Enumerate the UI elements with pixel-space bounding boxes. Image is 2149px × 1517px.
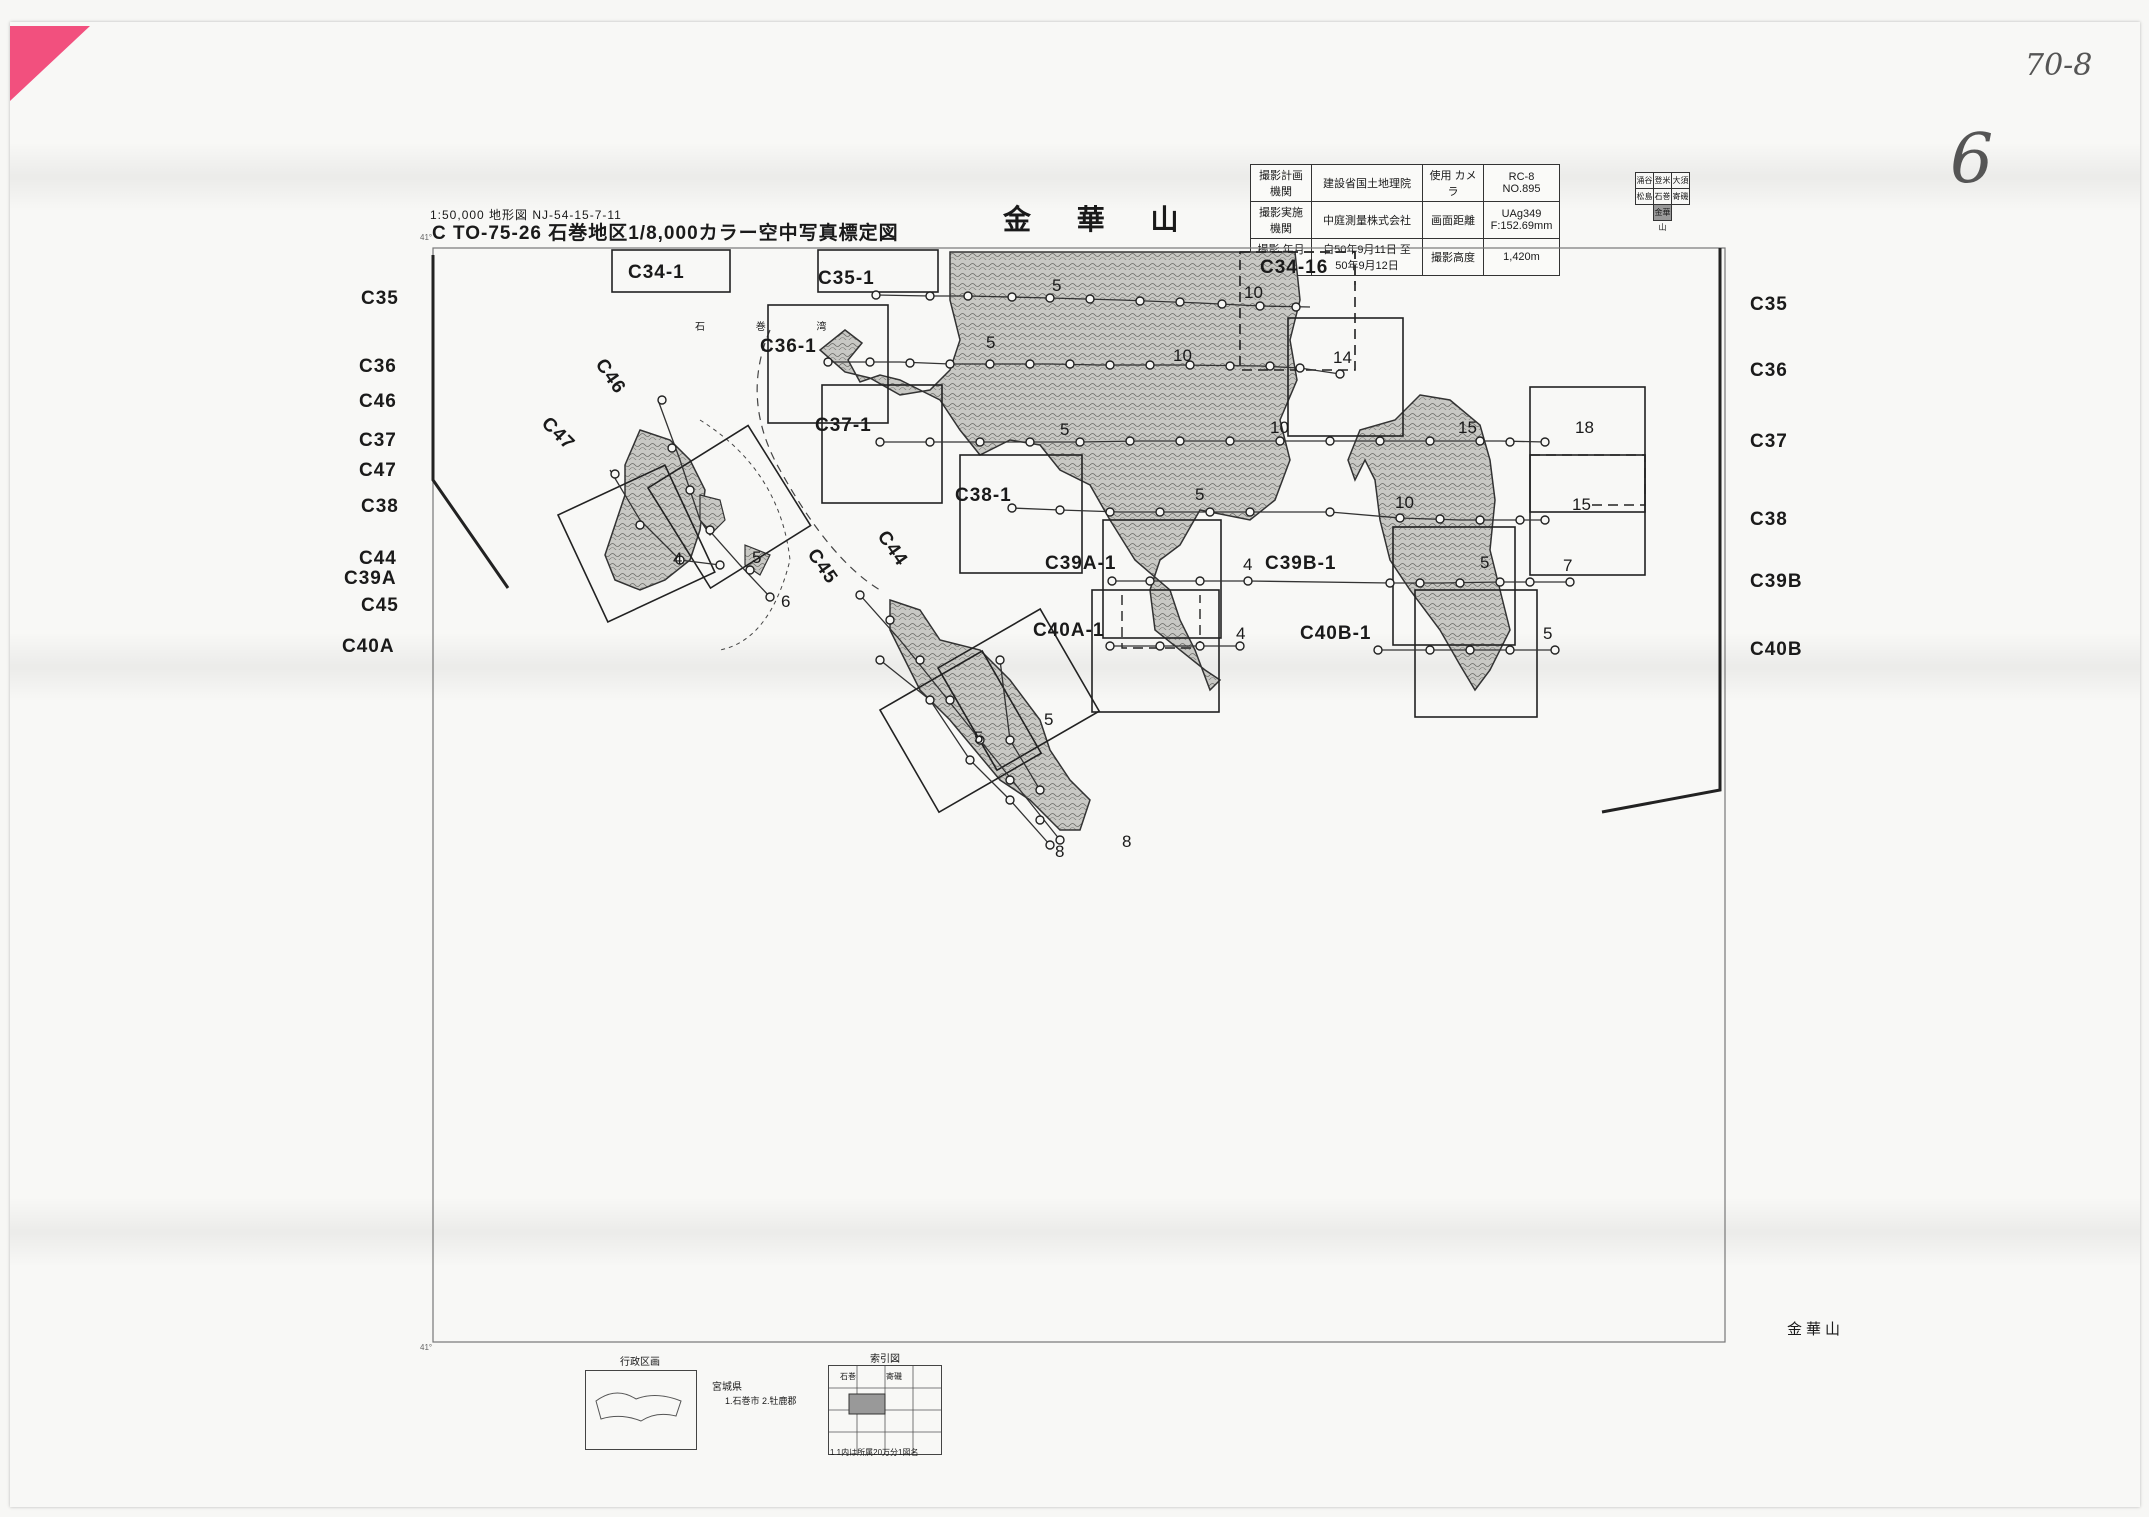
fold-shadow	[10, 1197, 2140, 1267]
left-course-label: C39A	[344, 568, 397, 589]
admin-legend-pref: 宮城県	[712, 1382, 742, 1393]
marker-number: 5	[1044, 710, 1054, 729]
course-label: C38-1	[955, 485, 1012, 506]
fold-shadow	[10, 142, 2140, 212]
admin-map-sketch	[595, 1392, 682, 1422]
info-cell: 撮影高度	[1422, 238, 1484, 276]
info-cell: 撮影計画 機関	[1250, 164, 1312, 202]
index-cell-label: 石巻	[840, 1372, 856, 1381]
index-cell-label: 寄磯	[886, 1372, 902, 1381]
hand-note-top: 70-8	[2025, 48, 2093, 83]
right-course-label: C40B	[1750, 639, 1803, 660]
course-label: C34-1	[628, 262, 685, 283]
photo-footprints-rotated	[556, 424, 1101, 814]
marker-number: 5	[1052, 276, 1062, 295]
marker-number: 10	[1270, 418, 1289, 437]
course-label: C34-16	[1260, 257, 1329, 278]
left-course-label: C38	[361, 496, 399, 517]
info-cell: 中庭測量株式会社	[1311, 201, 1423, 239]
index-cell: 寄磯	[1671, 188, 1690, 205]
exposure-points	[610, 290, 1575, 850]
sheet-edge-mark-left	[431, 255, 510, 589]
admin-legend-items: 1.石巻市 2.牡鹿郡	[725, 1396, 797, 1406]
left-course-label: C35	[361, 288, 399, 309]
left-course-label: C40A	[342, 636, 395, 657]
svg-text:41°: 41°	[420, 233, 432, 242]
info-cell: 1,420m	[1483, 238, 1560, 276]
marker-number: 5	[1543, 624, 1553, 643]
index-legend-title: 索引図	[870, 1354, 900, 1365]
marker-number: 6	[781, 592, 791, 611]
left-course-label: C47	[359, 460, 397, 481]
marker-number: 14	[1333, 348, 1352, 367]
course-label: C36-1	[760, 336, 817, 357]
course-label: C37-1	[815, 415, 872, 436]
right-course-label: C35	[1750, 294, 1788, 315]
marker-number: 4	[1236, 624, 1246, 643]
index-grid	[829, 1366, 941, 1454]
tashiro-island	[604, 429, 706, 591]
place-label-bay: 石 巻 湾	[695, 322, 851, 333]
hand-note-number: 6	[1950, 120, 1994, 199]
index-legend-box	[828, 1365, 942, 1455]
marker-number: 8	[1122, 832, 1132, 851]
kinkasan-island	[1347, 394, 1511, 692]
left-course-label: C36	[359, 356, 397, 377]
photo-footprints	[611, 249, 1646, 718]
map-reference-code: 1:50,000 地形図 NJ-54-15-7-11	[430, 208, 622, 222]
info-cell: 自50年9月11日 至50年9月12日	[1311, 238, 1423, 276]
index-legend-note: 1 1内は所属20万分1図名	[830, 1448, 919, 1457]
marker-number: 10	[1395, 493, 1414, 512]
marker-number: 5	[752, 548, 762, 567]
info-cell: UAg349 F:152.69mm	[1483, 201, 1560, 239]
marker-number: 18	[1575, 418, 1594, 437]
marker-number: 10	[1244, 283, 1263, 302]
photo-info-table: 撮影計画 機関 建設省国土地理院 使用 カメラ RC-8 NO.895 撮影実施…	[1250, 164, 1560, 276]
course-label: C40A-1	[1033, 620, 1105, 641]
info-cell: RC-8 NO.895	[1483, 164, 1560, 202]
admin-legend-title: 行政区画	[620, 1357, 660, 1368]
marker-number: 15	[1458, 418, 1477, 437]
marker-number: 10	[1173, 346, 1192, 365]
boundary-dash	[756, 329, 881, 591]
course-label: C39A-1	[1045, 553, 1117, 574]
marker-number: 15	[1572, 495, 1591, 514]
admin-legend-box	[585, 1370, 697, 1450]
left-course-label: C44	[359, 548, 397, 569]
course-label: C40B-1	[1300, 623, 1372, 644]
svg-text:41°: 41°	[420, 1343, 432, 1352]
right-course-label: C38	[1750, 509, 1788, 530]
right-course-label: C36	[1750, 360, 1788, 381]
info-cell: 撮影実施 機関	[1250, 201, 1312, 239]
ajishima-island	[889, 598, 1091, 831]
marker-number: 7	[1563, 556, 1573, 575]
marker-number: 5	[1060, 420, 1070, 439]
adjacent-sheet-index: 涌谷 登米 大須 松島 石巻 寄磯 金華山	[1635, 172, 1725, 236]
small-island	[699, 494, 726, 536]
marker-number: 8	[1055, 842, 1065, 861]
sheet-edge-mark-right	[1601, 248, 1722, 814]
left-course-label: C37	[359, 430, 397, 451]
footer-sheet-name: 金華山	[1787, 1321, 1845, 1338]
left-course-label: C45	[361, 595, 399, 616]
marker-number: 4	[1243, 555, 1253, 574]
index-cell-current: 金華山	[1653, 204, 1672, 232]
right-course-label: C39B	[1750, 571, 1803, 592]
marker-number: 5	[986, 333, 996, 352]
marker-number: 5	[1195, 485, 1205, 504]
course-label: C35-1	[818, 268, 875, 289]
fold-shadow	[10, 632, 2140, 702]
right-course-label: C37	[1750, 431, 1788, 452]
marker-number: 4	[673, 549, 683, 568]
marker-number: 5	[974, 728, 984, 747]
course-label: C39B-1	[1265, 553, 1337, 574]
left-course-label: C46	[359, 391, 397, 412]
oshika-peninsula	[818, 251, 1301, 692]
boundary-dash	[699, 419, 791, 651]
marker-number: 5	[1480, 553, 1490, 572]
sheet-name: 金 華 山	[1003, 203, 1197, 236]
map-title: C TO-75-26 石巻地区1/8,000カラー空中写真標定図	[432, 223, 899, 244]
